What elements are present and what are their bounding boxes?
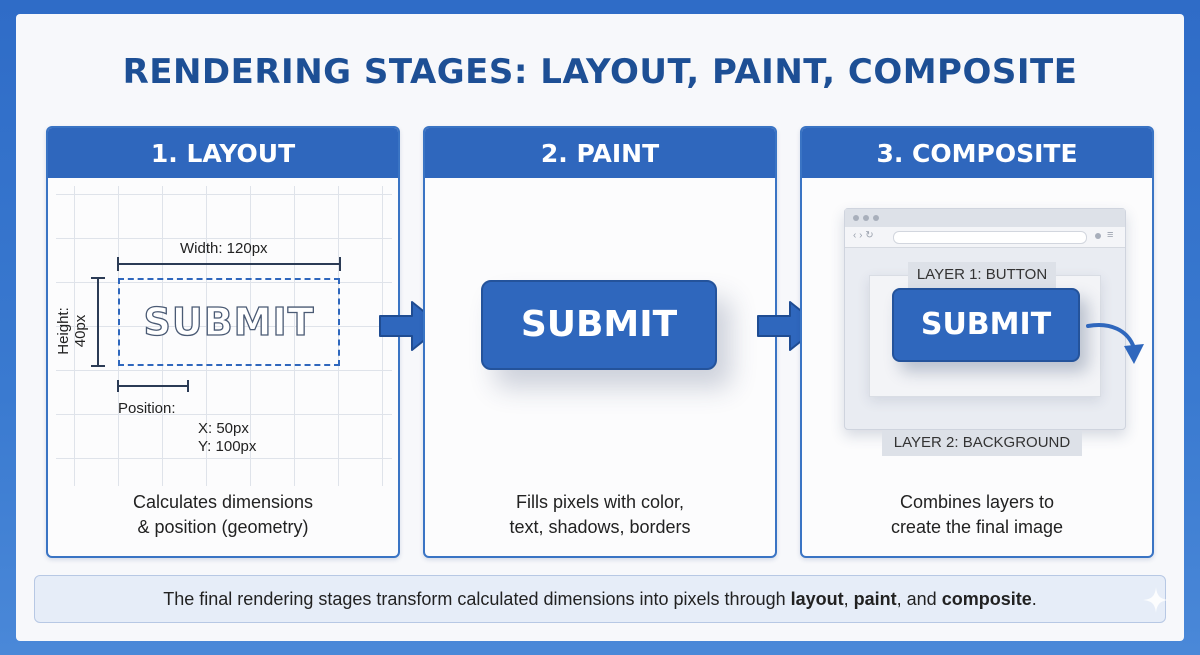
width-label: Width: 120px (180, 240, 268, 257)
window-dot-icon (873, 215, 879, 221)
footer-sep: , and (896, 589, 942, 609)
caption-line: Fills pixels with color, (515, 492, 685, 512)
browser-toolbar: ‹ › ↻ ≡ (845, 227, 1125, 248)
curved-arrow-icon (1086, 323, 1144, 364)
nav-arrows-icon: ‹ › ↻ (853, 230, 874, 241)
footer-sep: , (843, 589, 854, 609)
layout-grid (56, 186, 392, 486)
panel-composite-caption: Combines layers to create the final imag… (802, 490, 1152, 540)
window-dot-icon (853, 215, 859, 221)
layer2-label: LAYER 2: BACKGROUND (882, 430, 1082, 456)
panel-composite: 3. COMPOSITE ‹ › ↻ ≡ LAYER 1: BUTTON SUB… (800, 126, 1154, 558)
page-title: RENDERING STAGES: LAYOUT, PAINT, COMPOSI… (122, 52, 1078, 92)
menu-icon: ≡ (1107, 229, 1114, 241)
panel-paint-caption: Fills pixels with color, text, shadows, … (425, 490, 775, 540)
y-label: Y: 100px (198, 438, 257, 455)
dimension-lines (91, 257, 341, 392)
panel-layout-caption: Calculates dimensions & position (geomet… (48, 490, 398, 540)
footer-suffix: . (1031, 589, 1037, 609)
footer-term-composite: composite (941, 589, 1032, 609)
layout-button-outline: SUBMIT (143, 299, 315, 344)
panel-paint: 2. PAINT SUBMIT Fills pixels with color,… (423, 126, 777, 558)
x-label: X: 50px (198, 420, 249, 437)
url-bar (893, 231, 1087, 244)
caption-line: text, shadows, borders (509, 517, 691, 537)
composite-submit-button: SUBMIT (892, 288, 1080, 362)
browser-titlebar (845, 209, 1125, 227)
footer-term-paint: paint (853, 589, 897, 609)
panel-layout-heading: 1. LAYOUT (48, 128, 398, 178)
footer-text: The final rendering stages transform cal… (163, 589, 791, 609)
window-dot-icon (863, 215, 869, 221)
panel-paint-heading: 2. PAINT (425, 128, 775, 178)
summary-footer: The final rendering stages transform cal… (34, 575, 1166, 623)
sparkle-icon (1143, 587, 1169, 613)
caption-line: create the final image (890, 517, 1064, 537)
caption-line: Calculates dimensions (132, 492, 314, 512)
position-label: Position: (118, 400, 176, 417)
layer1-label: LAYER 1: BUTTON (908, 262, 1056, 288)
caption-line: & position (geometry) (137, 517, 309, 537)
panel-composite-heading: 3. COMPOSITE (802, 128, 1152, 178)
layout-bounding-box (118, 278, 340, 366)
profile-dot-icon (1095, 233, 1101, 239)
caption-line: Combines layers to (899, 492, 1055, 512)
panel-layout: 1. LAYOUT Width: 120px Height: 40px SUBM… (46, 126, 400, 558)
painted-submit-button: SUBMIT (481, 280, 717, 370)
footer-term-layout: layout (790, 589, 844, 609)
height-label: Height: 40px (55, 307, 89, 355)
